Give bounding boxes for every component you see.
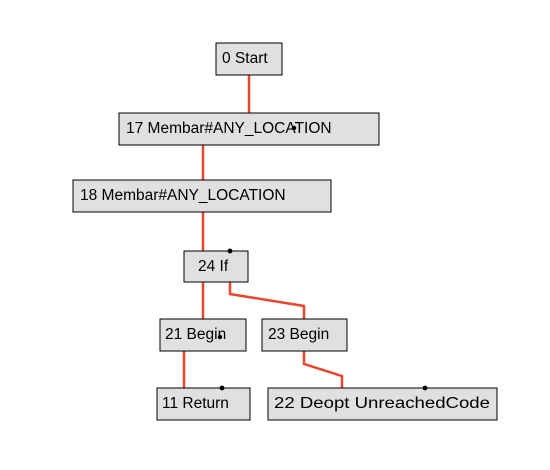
node-box <box>215 42 283 76</box>
node-23-begin[interactable]: 23 Begin <box>261 318 348 352</box>
node-box <box>183 250 249 283</box>
node-label: 11 Return <box>162 395 229 412</box>
node-box <box>267 387 498 421</box>
node-18-membar[interactable]: 18 Membar#ANY_LOCATION <box>72 179 332 213</box>
node-label: 17 Membar#ANY_LOCATION <box>126 120 332 137</box>
port-dot <box>227 248 233 254</box>
node-22-deopt-unreachedcode[interactable]: 22 Deopt UnreachedCode <box>267 385 498 421</box>
node-label: 22 Deopt UnreachedCode <box>274 395 490 412</box>
node-label: 0 Start <box>222 50 268 67</box>
edge-23-22 <box>302 351 344 388</box>
node-label: 21 Begin <box>165 326 226 343</box>
graph-edges <box>182 75 344 388</box>
node-label: 23 Begin <box>268 326 329 343</box>
node-21-begin[interactable]: 21 Begin <box>159 318 247 352</box>
node-label: 24 If <box>198 258 229 275</box>
node-24-if[interactable]: 24 If <box>183 248 249 283</box>
node-label: 18 Membar#ANY_LOCATION <box>80 187 286 204</box>
node-17-membar[interactable]: 17 Membar#ANY_LOCATION <box>118 112 380 146</box>
node-11-return[interactable]: 11 Return <box>156 385 251 421</box>
node-box <box>159 318 247 352</box>
node-box <box>156 387 251 421</box>
node-box <box>118 112 380 146</box>
port-dot <box>422 385 428 391</box>
port-dot <box>217 334 223 340</box>
node-0-start[interactable]: 0 Start <box>215 42 283 76</box>
node-box <box>261 318 348 352</box>
node-box <box>72 179 332 213</box>
port-dot <box>219 385 225 391</box>
edge-24-23 <box>228 282 306 319</box>
port-dot <box>291 125 297 131</box>
